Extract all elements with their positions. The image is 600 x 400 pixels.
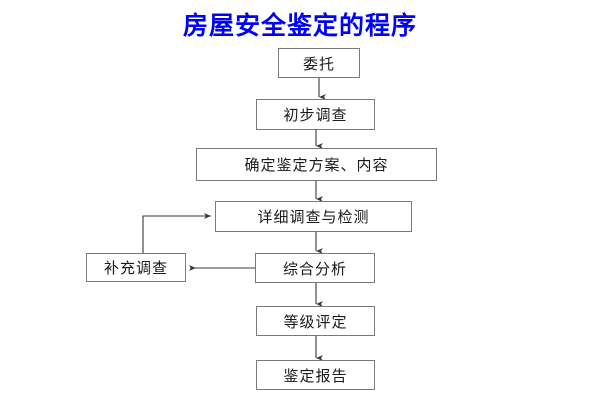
node-supplementary-survey[interactable]: 补充调查 [86,253,186,282]
edge-supplementary-to-detail-feedback [142,213,211,253]
node-label: 详细调查与检测 [257,208,370,226]
node-label: 委托 [302,54,335,73]
node-final-report[interactable]: 鉴定报告 [256,360,375,390]
node-label: 初步调查 [283,106,348,124]
node-label: 等级评定 [283,312,348,331]
node-comprehensive-analysis[interactable]: 综合分析 [255,253,375,283]
node-detail-survey[interactable]: 详细调查与检测 [215,201,412,232]
node-label: 确定鉴定方案、内容 [244,156,389,174]
node-grade-rating[interactable]: 等级评定 [256,306,375,336]
node-label: 鉴定报告 [283,366,348,385]
page-title: 房屋安全鉴定的程序 [182,11,417,40]
node-label: 综合分析 [282,259,347,278]
node-label: 补充调查 [103,259,168,277]
node-plan-content[interactable]: 确定鉴定方案、内容 [196,148,437,181]
node-prelim-survey[interactable]: 初步调查 [256,99,375,130]
node-entrust[interactable]: 委托 [278,48,360,78]
